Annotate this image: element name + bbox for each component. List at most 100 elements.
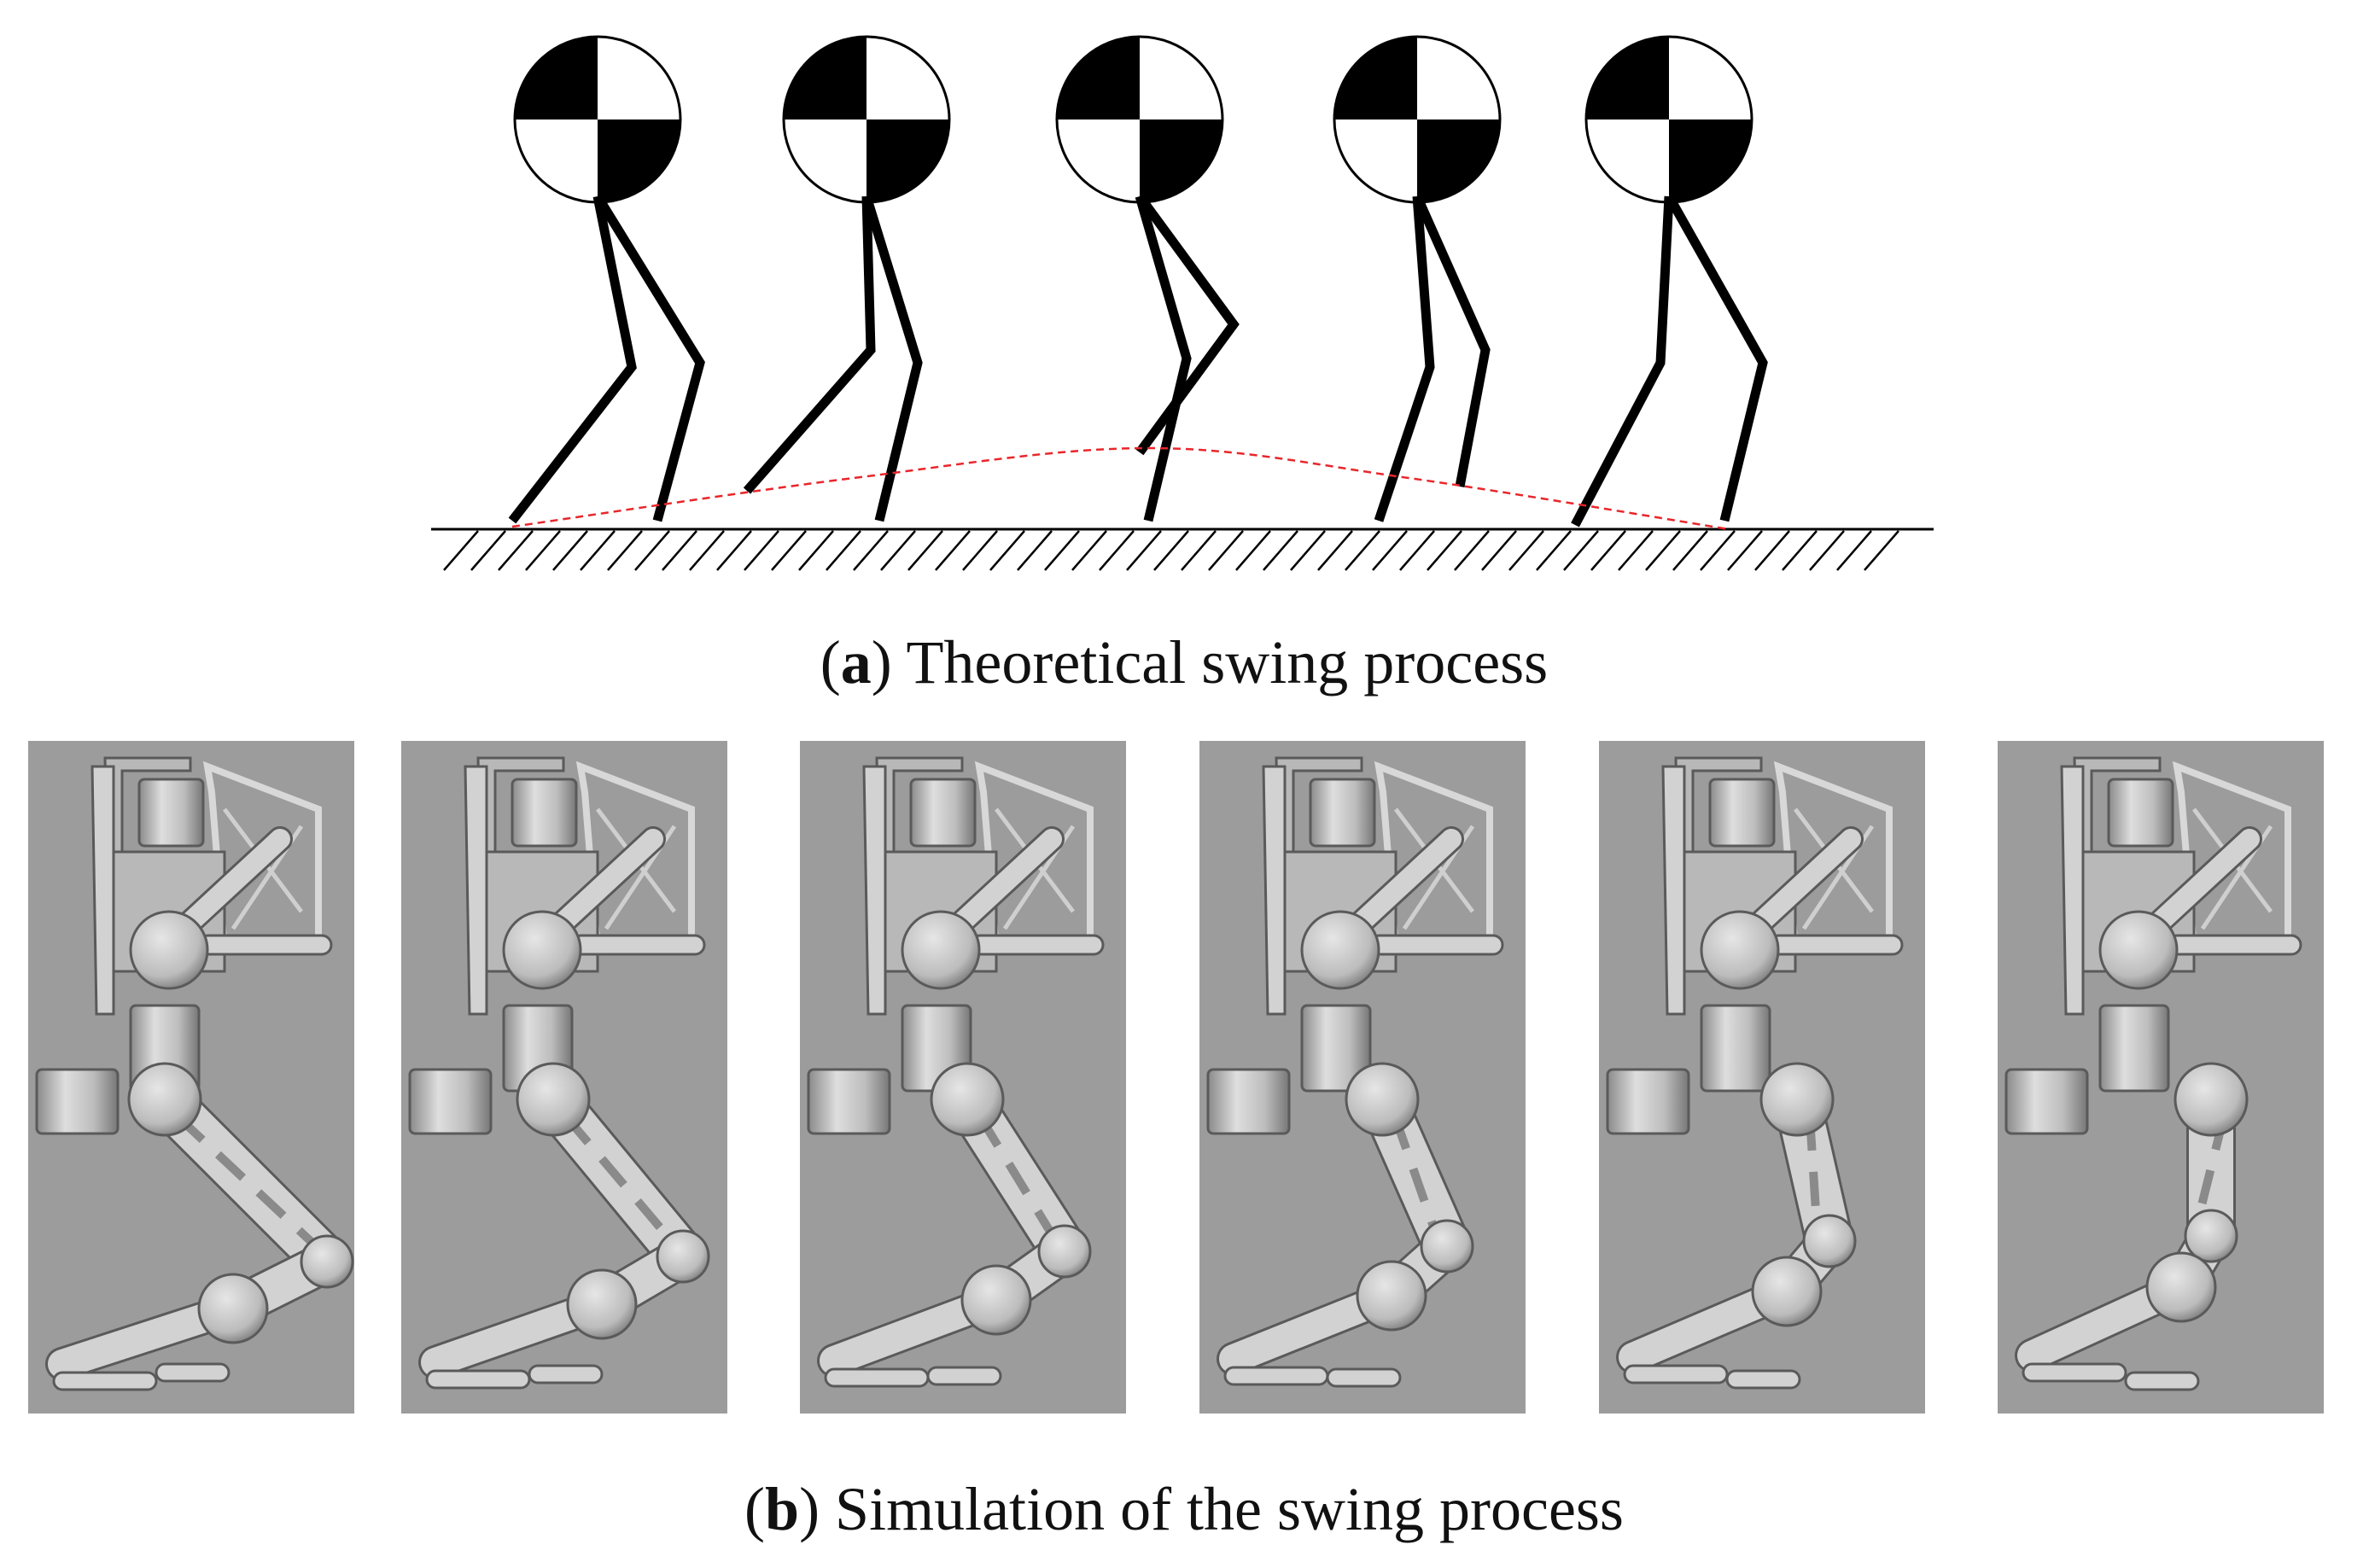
hip-gear bbox=[129, 910, 209, 990]
foot-pad-rear bbox=[425, 1369, 531, 1390]
frame-rail bbox=[862, 765, 887, 1016]
simulation-panel-2 bbox=[401, 741, 727, 1414]
ground-hatch bbox=[1153, 530, 1189, 571]
thigh-cutouts bbox=[1806, 1116, 1821, 1225]
ground-hatch bbox=[470, 530, 506, 571]
simulation-panel-6 bbox=[1998, 741, 2324, 1414]
leg-left bbox=[1571, 195, 1674, 528]
shin-joint bbox=[2184, 1209, 2238, 1263]
ground-hatch bbox=[498, 530, 534, 571]
ground-hatch bbox=[1536, 530, 1572, 571]
horizontal-bar bbox=[1368, 934, 1504, 956]
knee-joint bbox=[930, 1062, 1005, 1137]
ground-hatch bbox=[1372, 530, 1408, 571]
ground-hatch bbox=[935, 530, 971, 571]
head-quadrant-tl bbox=[515, 37, 598, 119]
stick-figure-5 bbox=[1571, 35, 1768, 528]
ground-hatch bbox=[1399, 530, 1435, 571]
thigh-motor bbox=[1700, 1004, 1771, 1093]
foot-pad-rear bbox=[1623, 1364, 1729, 1384]
stick-figure-2 bbox=[743, 35, 951, 522]
simulation-panel-1 bbox=[28, 741, 354, 1414]
hip-motor-top bbox=[511, 778, 578, 848]
ground-hatch bbox=[1099, 530, 1135, 571]
ground-hatch bbox=[1727, 530, 1763, 571]
foot-pad-rear bbox=[52, 1371, 158, 1391]
leg-right bbox=[1665, 194, 1768, 522]
ground-hatch bbox=[1044, 530, 1080, 571]
ground-hatch bbox=[1126, 530, 1162, 571]
ankle-joint bbox=[2145, 1251, 2217, 1323]
frame-rail bbox=[2060, 765, 2085, 1016]
hip-gear bbox=[502, 910, 582, 990]
ground-hatch bbox=[662, 530, 697, 571]
ground-hatch bbox=[1345, 530, 1380, 571]
hip-motor-top bbox=[1708, 778, 1776, 848]
ground-hatch bbox=[771, 530, 807, 571]
ground-hatch bbox=[1454, 530, 1490, 571]
hip-gear bbox=[2098, 910, 2179, 990]
side-motor bbox=[1606, 1068, 1690, 1135]
head-quadrant-tl bbox=[784, 37, 866, 119]
horizontal-bar bbox=[197, 934, 333, 956]
head-quadrant-br bbox=[1669, 119, 1752, 202]
ground-hatch bbox=[989, 530, 1025, 571]
ground-hatch bbox=[962, 530, 998, 571]
foot-trajectory-curve bbox=[511, 446, 1730, 531]
frame-rail bbox=[1661, 765, 1686, 1016]
leg-right bbox=[1135, 195, 1192, 522]
ground-hatch bbox=[744, 530, 779, 571]
shin-joint bbox=[1037, 1224, 1092, 1279]
ground-hatch bbox=[1181, 530, 1217, 571]
knee-joint bbox=[516, 1062, 591, 1137]
theoretical-swing-diagram bbox=[431, 35, 1934, 571]
ground-hatch bbox=[580, 530, 616, 571]
stick-figure-4 bbox=[1333, 35, 1502, 522]
shin-joint bbox=[656, 1229, 710, 1284]
ground-hatch bbox=[1700, 530, 1736, 571]
thigh-motor bbox=[1300, 1004, 1372, 1093]
foot-pad-front bbox=[1725, 1369, 1801, 1390]
ground-hatch bbox=[1836, 530, 1872, 571]
hip-motor-top bbox=[1309, 778, 1376, 848]
leg-left bbox=[1374, 195, 1435, 522]
leg-left bbox=[743, 195, 876, 494]
ground-hatch bbox=[1017, 530, 1053, 571]
ground-hatch bbox=[1782, 530, 1818, 571]
side-motor bbox=[2004, 1068, 2089, 1135]
ground-hatch bbox=[1590, 530, 1626, 571]
leg-right bbox=[1412, 194, 1491, 488]
ground-hatch bbox=[1290, 530, 1326, 571]
thigh-cutouts bbox=[563, 1113, 674, 1243]
horizontal-bar bbox=[570, 934, 706, 956]
ground-hatch bbox=[1427, 530, 1462, 571]
ground-hatch bbox=[1618, 530, 1654, 571]
ankle-joint bbox=[1751, 1256, 1823, 1327]
ground-hatch bbox=[1481, 530, 1517, 571]
caption-b: (b) Simulation of the swing process bbox=[744, 1475, 1624, 1543]
shin-joint bbox=[1802, 1214, 1857, 1268]
ground-hatch bbox=[1809, 530, 1845, 571]
ankle-joint bbox=[566, 1268, 638, 1340]
ground-hatch bbox=[826, 530, 861, 571]
side-motor bbox=[35, 1068, 120, 1135]
head-quadrant-br bbox=[598, 119, 680, 202]
leg-right bbox=[593, 194, 705, 522]
frame-rail bbox=[90, 765, 115, 1016]
leg-right bbox=[861, 195, 923, 522]
foot-pad-front bbox=[2124, 1371, 2200, 1391]
caption-a: (a) Theoretical swing process bbox=[820, 628, 1548, 697]
horizontal-bar bbox=[2167, 934, 2302, 956]
foot-pad-front bbox=[528, 1364, 604, 1384]
ankle-joint bbox=[1356, 1260, 1427, 1332]
head-quadrant-br bbox=[866, 119, 949, 202]
hip-motor-top bbox=[137, 778, 205, 848]
ground-hatch bbox=[1645, 530, 1681, 571]
shin-joint bbox=[300, 1234, 354, 1289]
ground-hatch bbox=[1208, 530, 1244, 571]
ground-hatch bbox=[689, 530, 725, 571]
ground-hatch bbox=[1263, 530, 1298, 571]
ankle-joint bbox=[197, 1273, 269, 1344]
